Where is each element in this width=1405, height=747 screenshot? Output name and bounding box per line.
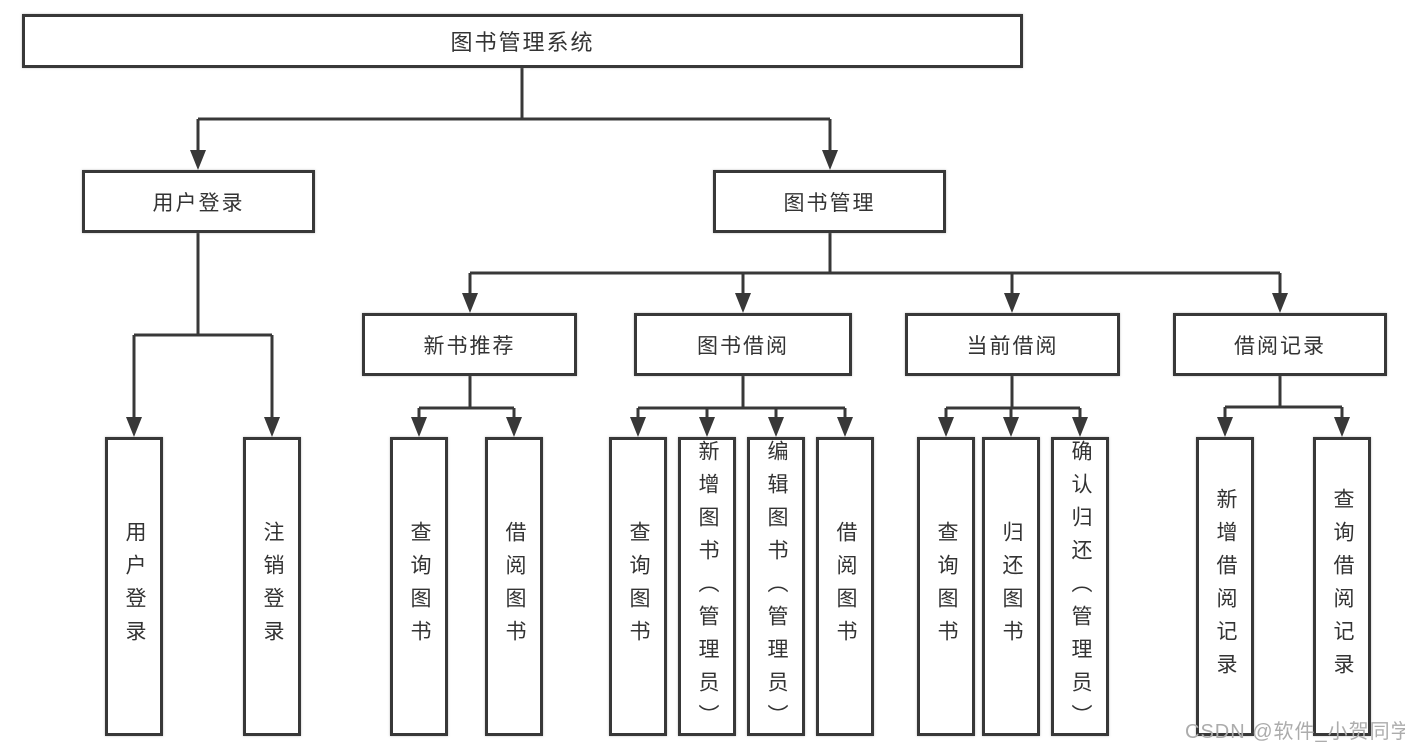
- leaf-label: 查询图书: [935, 520, 959, 653]
- arrowhead: [1003, 417, 1019, 437]
- connector-book-mgmt-children: [462, 233, 1288, 313]
- arrowhead: [822, 150, 838, 170]
- connector-current-borrow-children: [938, 376, 1088, 437]
- arrowhead: [1334, 417, 1350, 437]
- leaf-query-borrow-record: 查询借阅记录: [1313, 437, 1371, 736]
- node-book-borrowing: 图书借阅: [634, 313, 852, 376]
- arrowhead: [264, 417, 280, 437]
- connector-root-to-level2: [190, 68, 838, 170]
- node-user-login: 用户登录: [82, 170, 315, 233]
- leaf-label: 新增图书（管理员）: [696, 440, 720, 737]
- connector-new-book-children: [411, 376, 522, 437]
- arrowhead: [190, 150, 206, 170]
- leaf-query-books-borrow: 查询图书: [609, 437, 667, 736]
- leaf-borrow-books: 借阅图书: [816, 437, 874, 736]
- leaf-label: 借阅图书: [834, 520, 858, 653]
- leaf-logout-login: 注销登录: [243, 437, 301, 736]
- arrowhead: [1004, 293, 1020, 313]
- arrowhead: [411, 417, 427, 437]
- node-library-management-system: 图书管理系统: [22, 14, 1023, 68]
- arrowhead: [462, 293, 478, 313]
- leaf-label: 编辑图书（管理员）: [765, 440, 789, 737]
- node-new-book-recommendation: 新书推荐: [362, 313, 577, 376]
- connector-borrow-record-children: [1217, 376, 1350, 437]
- node-book-management: 图书管理: [713, 170, 946, 233]
- leaf-label: 确认归还（管理员）: [1069, 440, 1093, 737]
- leaf-label: 查询图书: [627, 520, 651, 653]
- csdn-watermark: CSDN @软件_小贺同学: [1185, 721, 1405, 743]
- arrowhead: [938, 417, 954, 437]
- connector-user-login-children: [126, 233, 280, 437]
- arrowhead: [768, 417, 784, 437]
- leaf-label: 借阅图书: [503, 520, 527, 653]
- arrowhead: [837, 417, 853, 437]
- leaf-confirm-return-admin: 确认归还（管理员）: [1051, 437, 1109, 737]
- leaf-edit-book-admin: 编辑图书（管理员）: [747, 437, 805, 737]
- arrowhead: [1217, 417, 1233, 437]
- arrowhead: [630, 417, 646, 437]
- arrowhead: [506, 417, 522, 437]
- leaf-return-book: 归还图书: [982, 437, 1040, 736]
- leaf-borrow-books-recommend: 借阅图书: [485, 437, 543, 736]
- node-borrowing-records: 借阅记录: [1173, 313, 1387, 376]
- leaf-label: 归还图书: [1000, 520, 1024, 653]
- leaf-label: 注销登录: [261, 520, 285, 653]
- leaf-add-book-admin: 新增图书（管理员）: [678, 437, 736, 737]
- connector-book-borrow-children: [630, 376, 853, 437]
- leaf-label: 查询图书: [408, 520, 432, 653]
- leaf-label: 新增借阅记录: [1214, 487, 1238, 686]
- arrowhead: [126, 417, 142, 437]
- leaf-label: 用户登录: [123, 520, 147, 653]
- leaf-query-books-current: 查询图书: [917, 437, 975, 736]
- leaf-add-borrow-record: 新增借阅记录: [1196, 437, 1254, 736]
- arrowhead: [699, 417, 715, 437]
- leaf-user-login: 用户登录: [105, 437, 163, 736]
- leaf-label: 查询借阅记录: [1331, 487, 1355, 686]
- arrowhead: [735, 293, 751, 313]
- leaf-query-books-recommend: 查询图书: [390, 437, 448, 736]
- node-current-borrowing: 当前借阅: [905, 313, 1120, 376]
- arrowhead: [1272, 293, 1288, 313]
- arrowhead: [1072, 417, 1088, 437]
